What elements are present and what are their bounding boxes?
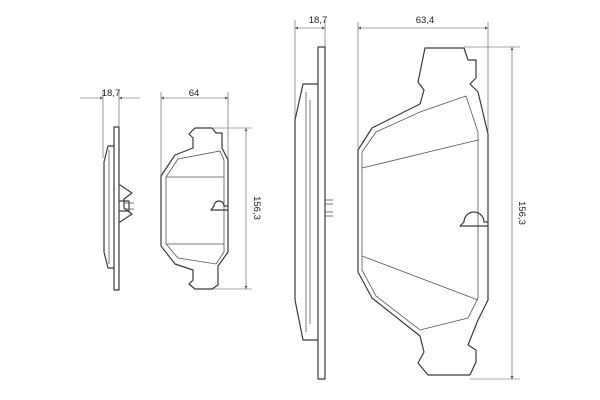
- large-pad-backing-outline: [357, 47, 489, 376]
- large-thickness-label: 18,7: [309, 15, 328, 26]
- large-pad-friction-face: [361, 95, 479, 331]
- small-width-label: 64: [189, 88, 200, 99]
- large-thickness-dimension: 18,7: [294, 15, 328, 118]
- large-height-dimension: 156,3: [464, 46, 527, 380]
- small-pad-friction-layer: [103, 145, 115, 269]
- large-width-label: 63,4: [416, 15, 435, 26]
- small-pad-front-view: [160, 127, 229, 290]
- large-pad-center-notch: [459, 211, 489, 227]
- large-pad-side-view: [294, 46, 333, 380]
- large-pad-backing-plate: [317, 46, 326, 380]
- large-width-dimension: 63,4: [357, 15, 489, 148]
- small-pad-center-notch: [210, 200, 229, 211]
- small-height-dimension: 156,3: [212, 127, 262, 290]
- large-pad-front-view: [357, 47, 489, 376]
- small-pad-friction-face: [165, 150, 225, 265]
- large-height-label: 156,3: [516, 201, 527, 225]
- small-thickness-dimension: 18,7: [80, 88, 140, 158]
- small-pad-backing-plate: [113, 126, 120, 291]
- small-thickness-label: 18,7: [102, 88, 121, 99]
- small-width-dimension: 64: [160, 88, 229, 176]
- large-pad-friction-layer: [294, 83, 319, 341]
- small-pad-clip: [119, 184, 133, 223]
- small-height-label: 156,3: [251, 196, 262, 220]
- small-pad-side-view: [103, 126, 134, 291]
- small-pad-backing-outline: [160, 127, 229, 290]
